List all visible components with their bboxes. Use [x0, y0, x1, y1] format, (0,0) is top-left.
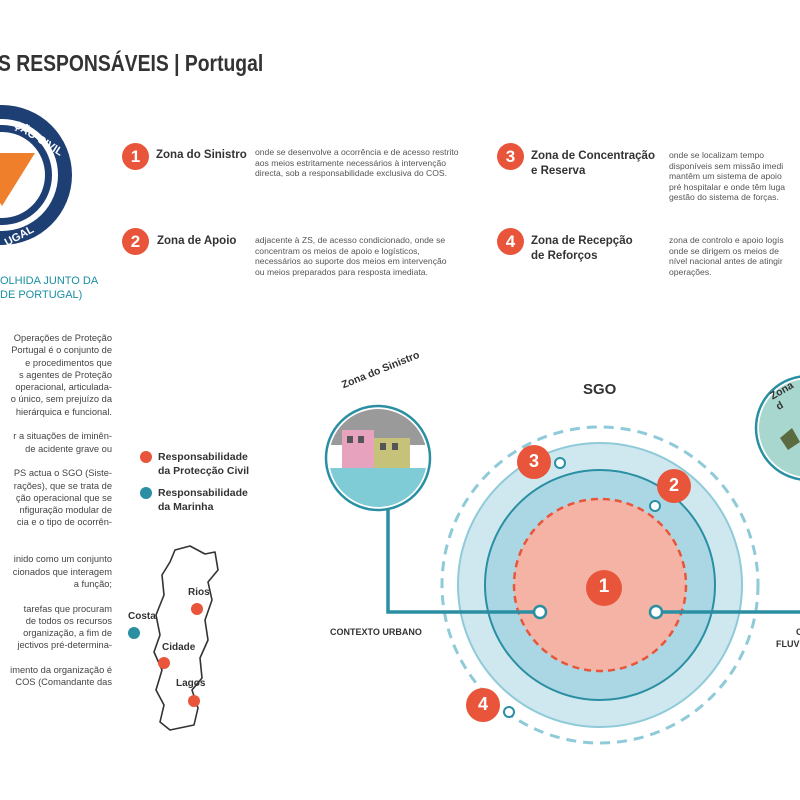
legend-dot-marinha — [140, 487, 152, 499]
body-text-line: COS (Comandante das — [15, 677, 112, 688]
body-text-line: hierárquica e funcional. — [15, 406, 112, 417]
zone-2-title: Zona de Apoio — [157, 235, 237, 247]
body-text-line: tarefas que procuram — [23, 603, 112, 614]
zone-1-title: Zona do Sinistro — [156, 149, 247, 161]
body-text-line: imento da organização é — [10, 665, 112, 676]
body-text-line: Portugal é o conjunto de — [11, 345, 112, 356]
zone-1-description: onde se desenvolve a ocorrência e de ace… — [255, 147, 459, 178]
body-text-line — [0, 652, 112, 664]
zone-1-badge: 1 — [122, 143, 149, 170]
diagram-badge-2 — [657, 469, 691, 503]
body-text-line: PS actua o SGO (Siste- — [13, 468, 112, 479]
title-country: Portugal — [184, 50, 264, 76]
map-dot-costa — [128, 627, 140, 639]
body-text-line — [0, 455, 112, 467]
body-text-line — [0, 590, 112, 602]
body-text-line: cionados que interagem — [12, 566, 112, 577]
legend-dot-protecao-civil — [140, 451, 152, 463]
title-main: S RESPONSÁVEIS | — [0, 50, 185, 76]
connector-right-node — [648, 604, 664, 620]
protecao-civil-logo: ÇÃO CIVIL UGAL — [0, 105, 72, 249]
connector-left — [386, 510, 540, 614]
logo-caption: OLHIDA JUNTO DA DE PORTUGAL) — [0, 274, 98, 302]
logo-caption-line2: DE PORTUGAL) — [0, 289, 83, 301]
map-dot-lagos — [188, 695, 200, 707]
body-text-line: Operações de Proteção — [13, 333, 112, 343]
body-text-line: s agentes de Proteção — [18, 369, 112, 380]
body-text-line: ção operacional que se — [15, 492, 112, 503]
body-text-line: rações), que se trata de — [13, 480, 112, 491]
body-text-line: r a situações de iminên- — [13, 431, 112, 442]
diagram-number-1: 1 — [598, 576, 610, 597]
map-label-lagos: Lagos — [176, 678, 206, 689]
body-text-line — [0, 418, 112, 430]
zone-2-description: adjacente à ZS, de acesso condicionado, … — [255, 235, 447, 277]
body-text-line: inido como um conjunto — [13, 554, 112, 565]
portugal-map — [153, 545, 219, 731]
zone-2-badge: 2 — [122, 228, 149, 255]
zone-4-badge: 4 — [497, 228, 524, 255]
diagram-number-3: 3 — [528, 451, 539, 471]
diagram-number-4: 4 — [477, 694, 488, 714]
body-text-line: o único, sem prejuízo da — [10, 394, 112, 405]
map-label-cidade: Cidade — [162, 642, 196, 653]
sgo-label: SGO — [583, 381, 617, 398]
body-text-line — [0, 541, 112, 553]
diagram-number-2: 2 — [668, 475, 679, 495]
diagram-badge-4 — [466, 688, 500, 722]
right-caption-line1: C — [796, 627, 800, 637]
logo-caption-line1: OLHIDA JUNTO DA — [0, 275, 99, 287]
right-caption-line2: FLUVI — [776, 639, 800, 649]
diagram-badge-1 — [586, 570, 622, 606]
body-text-line: nfiguração modular de — [19, 505, 112, 516]
body-text-line: de acidente grave ou — [25, 443, 112, 454]
body-text-line: operacional, articulada- — [15, 382, 112, 393]
map-label-rios: Rios — [188, 587, 210, 598]
body-text-line: a função; — [73, 578, 112, 589]
zone-4-ring — [440, 425, 760, 745]
map-label-costa: Costa — [128, 611, 156, 622]
body-text-line — [0, 529, 112, 541]
diagram-badge-3 — [517, 445, 551, 479]
body-text-line: e procedimentos que — [25, 357, 112, 368]
body-text-line: organização, a fim de — [23, 628, 112, 639]
connector-left-node — [532, 604, 548, 620]
contexto-urbano-caption: CONTEXTO URBANO — [330, 627, 422, 637]
map-dot-cidade — [158, 657, 170, 669]
zone-3-badge: 3 — [497, 143, 524, 170]
body-text-line: cia e o tipo de ocorrên- — [16, 517, 112, 528]
sgo-diagram — [324, 375, 800, 745]
page-title: S RESPONSÁVEIS | Portugal — [0, 50, 263, 77]
body-text-line: jectivos pré-determina- — [17, 640, 112, 651]
body-text-line: de todos os recursos — [25, 615, 112, 626]
map-dot-rios — [191, 603, 203, 615]
